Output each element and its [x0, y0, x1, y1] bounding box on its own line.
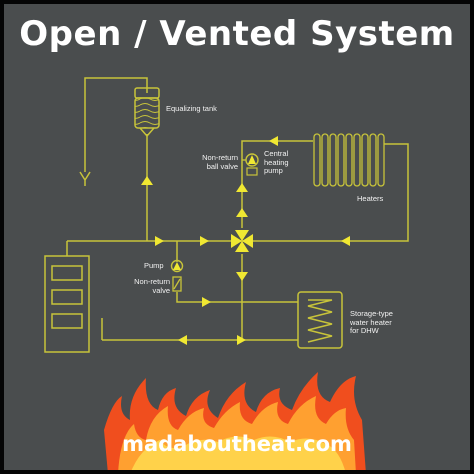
- flow-arrow: [141, 176, 153, 185]
- flow-arrow: [341, 236, 350, 246]
- pipework: [66, 77, 409, 341]
- pump-icon: [170, 259, 184, 273]
- label-heaters: Heaters: [357, 194, 384, 203]
- boiler-icon: [44, 255, 90, 353]
- flow-arrow: [269, 136, 278, 146]
- heater-loop-pipe: [241, 140, 313, 228]
- vent-outlet-icon: [79, 171, 91, 186]
- flow-arrow: [236, 272, 248, 281]
- flow-arrows: [141, 136, 350, 345]
- flow-arrow: [236, 183, 248, 192]
- label-equalizing-tank: Equalizing tank: [166, 104, 217, 113]
- website-text: madaboutheat.com: [122, 432, 352, 456]
- vent-pipe: [84, 77, 148, 172]
- storage-water-heater-icon: [297, 291, 343, 349]
- central-heating-pump-icon: [242, 153, 259, 176]
- flow-arrow: [200, 236, 209, 246]
- mixing-valve-icon: [231, 230, 253, 252]
- label-pump: Pump: [144, 261, 164, 270]
- radiator-icon: [313, 133, 385, 187]
- flow-arrow: [237, 335, 246, 345]
- flow-arrow: [202, 297, 211, 307]
- flow-arrow: [155, 236, 164, 246]
- flames-graphic: [104, 372, 366, 474]
- label-nonreturn-valve: Non-return valve: [134, 277, 170, 295]
- label-central-heating-pump: Central heating pump: [264, 149, 289, 175]
- pump-branch-pipe-2: [176, 292, 298, 303]
- label-nonreturn-ball-valve: Non-return ball valve: [202, 153, 238, 171]
- label-storage-water-heater: Storage-type water heater for DHW: [350, 309, 393, 335]
- equalizing-tank-icon: [134, 87, 160, 138]
- flow-arrow: [236, 208, 248, 217]
- flow-arrow: [178, 335, 187, 345]
- diagram-title: Open / Vented System: [19, 14, 455, 54]
- nonreturn-valve-icon: [172, 276, 182, 292]
